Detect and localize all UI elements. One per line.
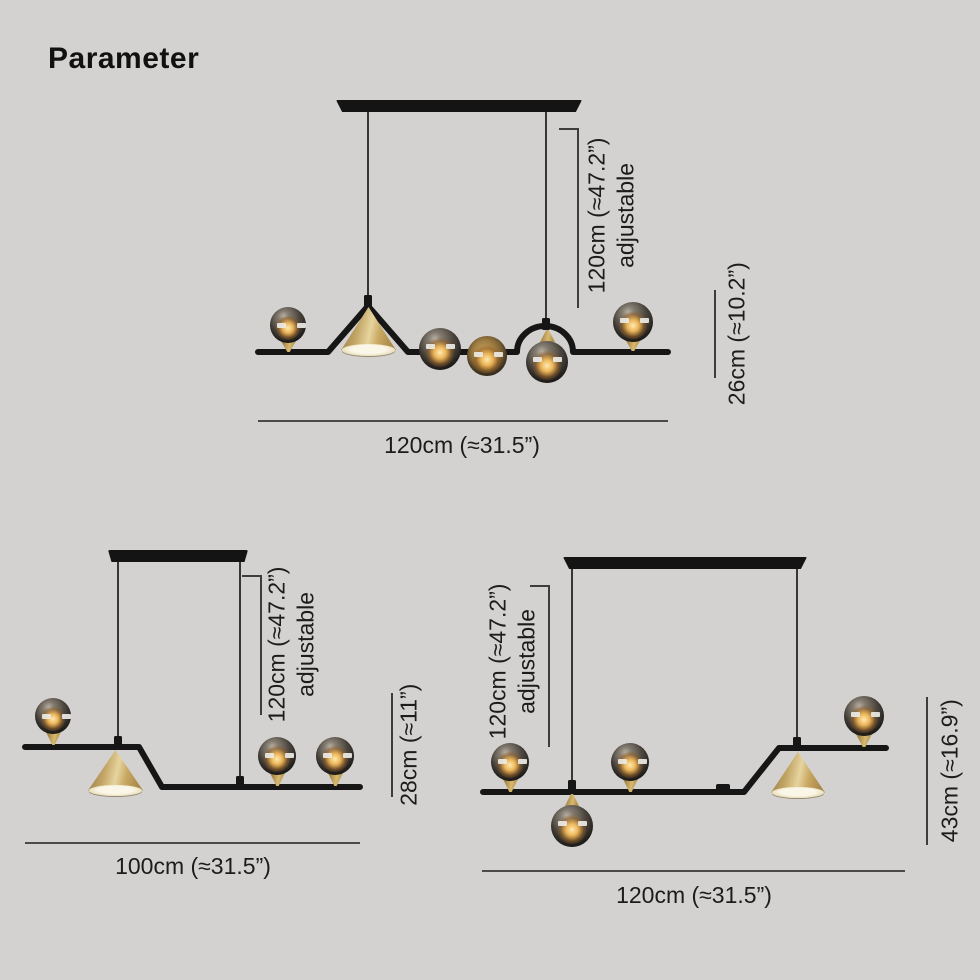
lamp1-glass-globe-5 [613,302,653,342]
lamp3-glass-globe-4 [844,696,884,736]
lamp1-ceiling-canopy [336,100,582,112]
lamp2-glass-globe-3 [316,737,354,775]
lamp1-height-dimension-line [714,290,716,378]
lamp2-drop-dimension-line [260,575,262,715]
lamp2-glass-globe-1 [35,698,71,734]
lamp2-drop-label-note: adjustable [293,592,319,697]
lamp1-glass-globe-3 [467,336,507,376]
lamp3-cone-shade [771,752,825,798]
lamp3-ceiling-canopy [563,557,807,569]
lamp2-width-label: 100cm (≈31.5”) [115,853,271,879]
lamp1-height-label: 26cm (≈10.2”) [723,262,750,406]
lamp1-cone-shade [341,307,396,356]
lamp1-drop-label: 120cm (≈47.2”) adjustable [583,115,642,315]
lamp2-connector-left [114,736,122,748]
lamp3-drop-label: 120cm (≈47.2”) adjustable [484,561,543,761]
lamp1-drop-dimension-tick [559,128,577,130]
lamp1-drop-label-value: 120cm (≈47.2”) [583,137,610,294]
lamp3-drop-label-value: 120cm (≈47.2”) [484,583,511,740]
lamp2-drop-dimension-tick [242,575,260,577]
lamp3-drop-dimension-line [548,585,550,747]
lamp3-drop-dimension-tick [530,585,548,587]
lamp2-ceiling-canopy [108,550,248,562]
lamp3-rod [480,745,889,795]
lamp3-glass-globe-3 [611,743,649,781]
lamp3-connector-right [793,737,801,748]
lamp3-drop-label-note: adjustable [514,609,540,714]
lamp3-glass-globe-1 [491,743,529,781]
lamp2-drop-label: 120cm (≈47.2”) adjustable [263,544,322,744]
lamp3-rod-fitting [716,784,730,794]
lamp1-drop-label-note: adjustable [613,163,639,268]
lamp1-globe-1-brass-tip [281,341,296,352]
lamp2-height-label: 28cm (≈11”) [395,683,422,806]
lamp3-height-dimension-line [926,697,928,845]
lamp2-drop-label-value: 120cm (≈47.2”) [263,566,290,723]
lamp3-width-label: 120cm (≈31.5”) [616,882,772,908]
lamp3-height-label: 43cm (≈16.9”) [936,699,963,843]
lamp2-glass-globe-2 [258,737,296,775]
lamp1-connector-left [364,295,372,307]
lamp1-drop-dimension-line [577,128,579,308]
lamp1-glass-globe-1 [270,307,306,343]
lamp2-cone-shade [88,750,143,796]
lamp1-width-label: 120cm (≈31.5”) [384,432,540,458]
page-title: Parameter [48,42,200,75]
lamp1-glass-globe-4 [526,341,568,383]
lamp2-width-dimension-line [25,842,360,844]
lamp3-width-dimension-line [482,870,905,872]
lamp3-glass-globe-2 [551,805,593,847]
lamp2-height-dimension-line [391,693,393,797]
lamp1-rod [255,303,671,355]
lamp1-connector-right [542,318,550,330]
lamp1-glass-globe-2 [419,328,461,370]
lamp2-rod [22,744,363,790]
lamp1-width-dimension-line [258,420,668,422]
lamp2-connector-right [236,776,244,788]
lamp3-connector-left [568,780,576,792]
